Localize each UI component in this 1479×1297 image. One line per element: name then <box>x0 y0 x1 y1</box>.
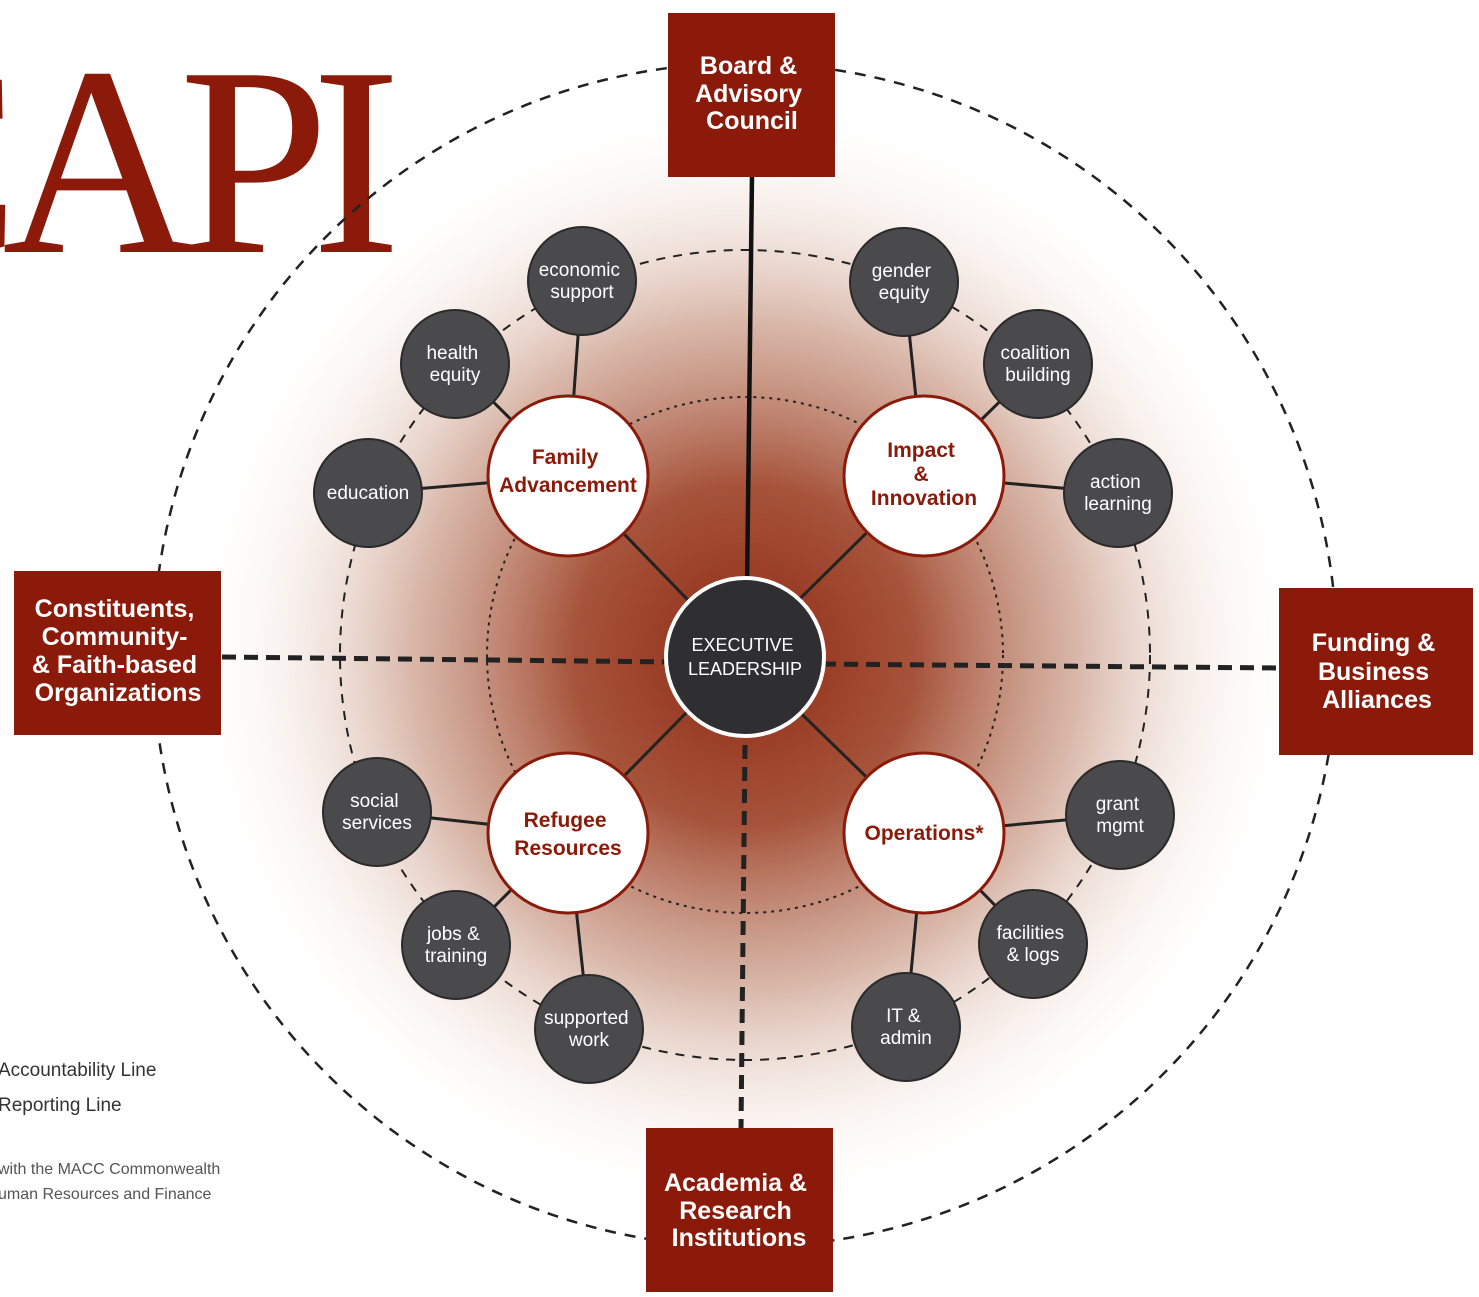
inner-ring <box>486 396 1004 914</box>
svg-text:IT & admin: IT & admin <box>880 1006 932 1049</box>
program-education: education <box>313 438 423 548</box>
svg-text:Constituents, Community-: Constituents, Community- & Faith-based O… <box>32 595 204 707</box>
svg-text:jobs & training: jobs & training <box>425 924 487 967</box>
program-gender-equity: gender equity <box>849 227 959 337</box>
logo: CAPI <box>0 12 396 311</box>
box-board-advisory-council: Board & Advisory Council <box>668 13 835 177</box>
svg-text:action learning: action learning <box>1084 472 1152 515</box>
reporting-line-bottom <box>738 744 748 1131</box>
executive-leadership-hub: EXECUTIVE LEADERSHIP <box>664 576 826 738</box>
svg-text:Academia & Research: Academia & Research Institutions <box>664 1169 814 1252</box>
program-supported-work: supported work <box>534 974 644 1084</box>
box-funding-business-alliances: Funding & Business Alliances <box>1279 588 1473 755</box>
svg-text:economic support: economic support <box>539 260 626 303</box>
svg-text:health equity: health equity <box>426 343 483 386</box>
svg-text:coalition building: coalition building <box>1001 343 1076 386</box>
program-jobs-training: jobs & training <box>401 890 511 1000</box>
reporting-line-right <box>821 661 1281 671</box>
program-health-equity: health equity <box>400 309 510 419</box>
program-action-learning: action learning <box>1063 438 1173 548</box>
program-coalition-building: coalition building <box>983 309 1093 419</box>
svg-text:gender equity: gender equity <box>872 261 936 304</box>
dept-impact-innovation: Impact & Innovation <box>842 394 1006 558</box>
dept-operations: Operations* <box>842 751 1006 915</box>
svg-text:EXECUTIVE LEADERSHIP: EXECUTIVE LEADERSHIP <box>688 635 802 679</box>
program-facilities-logs: facilities & logs <box>978 889 1088 999</box>
svg-text:social services: social services <box>342 791 412 834</box>
svg-text:Board & Advisory C: Board & Advisory Council <box>695 52 809 135</box>
program-it-admin: IT & admin <box>851 972 961 1082</box>
footnote-line-1: with the MACC Commonwealth <box>0 1161 220 1178</box>
dept-refugee-resources: Refugee Resources <box>486 751 650 915</box>
svg-text:Impact & Innovatio: Impact & Innovation <box>871 439 977 510</box>
legend-accountability-line: Accountability Line <box>0 1060 156 1081</box>
accountability-line <box>744 174 755 591</box>
svg-text:facilities & logs: facilities & logs <box>997 923 1070 966</box>
svg-text:supported work: supported work <box>544 1008 634 1051</box>
dept-family-advancement: Family Advancement <box>486 394 650 558</box>
svg-text:Refugee Resources: Refugee Resources <box>514 809 621 860</box>
svg-text:Family Advancement: Family Advancement <box>499 446 637 497</box>
legend-reporting-line: Reporting Line <box>0 1095 122 1116</box>
middle-ring <box>339 249 1151 1061</box>
svg-text:grant mgmt: grant mgmt <box>1096 794 1145 837</box>
svg-text:education: education <box>327 483 409 504</box>
box-constituents-community: Constituents, Community- & Faith-based O… <box>14 571 221 735</box>
reporting-line-left <box>221 654 673 665</box>
footnote-line-2: uman Resources and Finance <box>0 1186 212 1203</box>
svg-text:Operations*: Operations* <box>864 822 984 845</box>
program-economic-support: economic support <box>527 226 637 336</box>
svg-text:Funding & Business: Funding & Business Alliances <box>1312 629 1443 714</box>
box-academia-research: Academia & Research Institutions <box>646 1128 833 1292</box>
program-social-services: social services <box>322 757 432 867</box>
program-grant-mgmt: grant mgmt <box>1065 760 1175 870</box>
